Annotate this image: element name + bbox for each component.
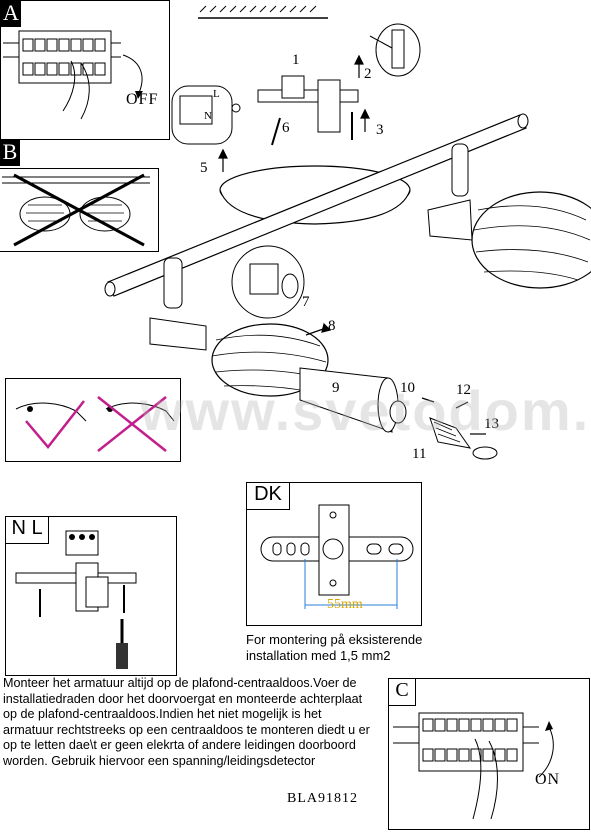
assembly-illustration: 1 2 3 5 6 7 8 9 10 11 12 13 [104, 5, 591, 462]
panel-nl-label: N L [5, 516, 49, 544]
dk-note: For montering på eksisterende installati… [246, 632, 423, 663]
product-code: BLA91812 [287, 791, 358, 806]
step-9: 9 [332, 380, 340, 396]
panel-dk-label: DK [246, 482, 290, 510]
step-3: 3 [376, 122, 384, 138]
step-12: 12 [456, 382, 471, 398]
breaker-switch-off-illustration [3, 30, 143, 120]
wiring-n-label: N [204, 110, 212, 122]
panel-c: C ON [388, 678, 590, 830]
dk-dimension-label: 55mm [327, 597, 363, 612]
wiring-l-label: L [213, 88, 220, 100]
step-2: 2 [364, 66, 372, 82]
switch-on-label: ON [535, 771, 561, 788]
panel-b-illustration [0, 168, 159, 252]
watermark: www.svetodom.ru [140, 379, 591, 442]
handling-panel [5, 378, 181, 462]
step-7: 7 [302, 294, 310, 310]
step-6: 6 [282, 120, 290, 136]
panel-a-label: A [1, 1, 21, 27]
switch-off-label: OFF [126, 91, 159, 108]
panel-dk: DK 55mm [246, 482, 422, 626]
step-13: 13 [484, 416, 499, 432]
nl-instructions: Monteer het armatuur altijd op de plafon… [3, 676, 370, 768]
step-8: 8 [328, 318, 336, 334]
panel-c-label: C [388, 678, 416, 706]
panel-b-label: B [0, 140, 20, 166]
step-1: 1 [292, 52, 300, 68]
step-5: 5 [200, 160, 208, 176]
panel-a: A OFF [0, 0, 170, 140]
step-10: 10 [400, 380, 415, 396]
step-11: 11 [412, 446, 426, 462]
panel-nl: N L [5, 516, 177, 676]
